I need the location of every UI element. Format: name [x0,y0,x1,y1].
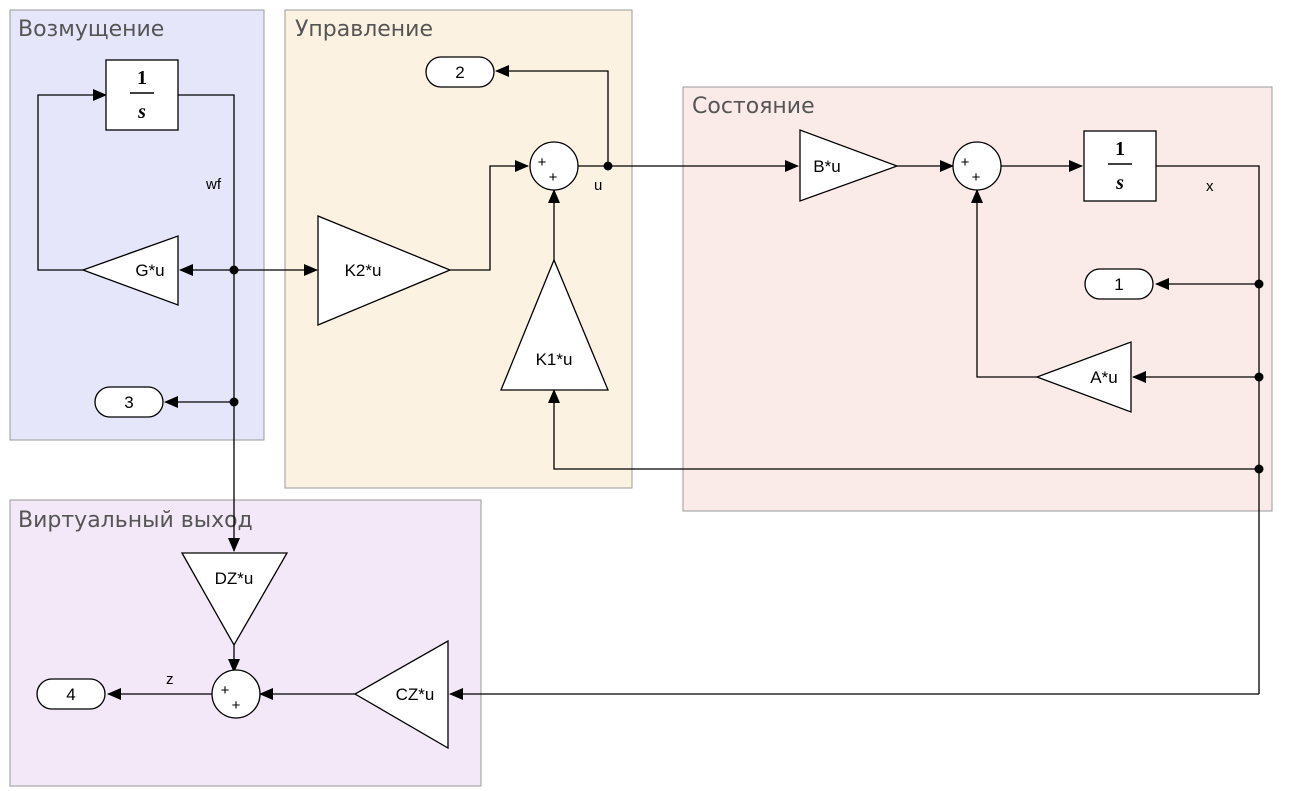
area-disturbance-title: Возмущение [18,17,164,42]
signal-label-z: z [166,671,174,688]
gain-k2-label: K2*u [345,261,382,280]
wire-u-to-out2 [495,65,609,166]
area-virtual-output-title: Виртуальный выход [18,508,253,533]
outport-4[interactable]: 4 [36,678,106,710]
outport-3[interactable]: 3 [94,386,164,418]
gain-cz-label: CZ*u [396,685,435,704]
branch-point [229,265,239,275]
outport-4-number: 4 [66,685,75,704]
branch-point [1254,279,1264,289]
sum-sign: + [961,154,970,171]
branch-point [1254,372,1264,382]
sum-sign: + [549,169,558,186]
outport-2-number: 2 [455,63,464,82]
wire-wf [178,94,235,270]
integrator-denominator: s [1115,172,1124,194]
branch-points [229,161,1264,474]
sum-sign: + [221,682,230,699]
branch-point [229,397,239,407]
sum-block-state[interactable]: + + [952,141,1002,191]
branch-point [1254,464,1264,474]
gain-block-dz[interactable]: DZ*u [180,552,289,647]
wire-k2-to-sum [450,160,529,271]
wire-x [1156,165,1260,694]
outport-1-number: 1 [1114,275,1123,294]
gain-dz-label: DZ*u [215,569,254,588]
integrator-numerator: 1 [137,67,147,89]
signal-label-x: x [1206,178,1214,195]
sum-block-output[interactable]: + + [211,669,261,719]
wire-g-feedback [37,89,107,271]
gain-a-label: A*u [1090,368,1117,387]
outport-3-number: 3 [124,393,133,412]
sum-block-control[interactable]: + + [529,141,579,191]
signal-lines [37,65,1260,700]
gain-block-cz[interactable]: CZ*u [353,639,449,750]
outport-1[interactable]: 1 [1084,268,1154,300]
outport-2[interactable]: 2 [425,56,495,88]
gain-block-g[interactable]: G*u [81,235,179,306]
sum-sign: + [538,154,547,171]
gain-k1-label: K1*u [536,350,573,369]
sum-sign: + [232,697,241,714]
gain-block-k1[interactable]: K1*u [500,258,609,391]
wire-a-to-sum [971,189,1037,378]
gain-block-a[interactable]: A*u [1035,341,1132,413]
integrator-denominator: s [137,101,146,123]
branch-point [603,161,613,171]
gain-b-label: B*u [813,157,840,176]
gain-block-k2[interactable]: K2*u [317,215,452,326]
integrator-numerator: 1 [1115,138,1125,160]
wire-x-to-k1 [548,389,1259,470]
sum-sign: + [972,169,981,186]
integrator-block-state[interactable]: 1 s [1083,130,1157,202]
area-virtual-output [9,499,482,787]
gain-g-label: G*u [135,261,164,280]
gain-block-b[interactable]: B*u [799,129,899,202]
signal-label-wf: wf [205,176,222,193]
integrator-block-disturbance[interactable]: 1 s [105,59,179,131]
area-state-title: Состояние [692,94,815,119]
area-control-title: Управление [295,17,433,42]
signal-label-u: u [594,177,602,194]
